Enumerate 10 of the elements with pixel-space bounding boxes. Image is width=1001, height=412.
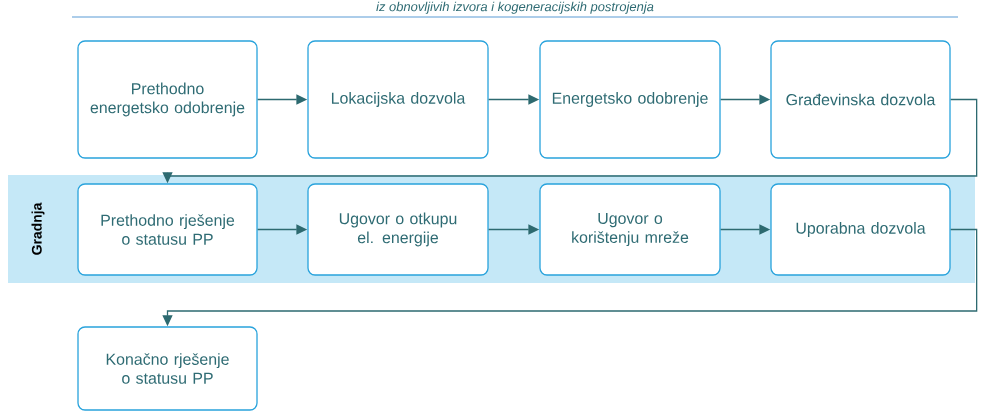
process-box: Energetsko odobrenje [539,40,721,159]
process-box: Ugovor o korištenju mreže [539,183,721,276]
process-box: Lokacijska dozvola [307,40,489,159]
process-box: Konačno rješenje o statusu PP [77,326,258,411]
subtitle-text: iz obnovljivih izvora i kogeneracijskih postrojenja [376,1,654,14]
process-box: Prethodno energetsko odobrenje [77,40,258,159]
process-box: Uporabna dozvola [770,183,951,276]
process-box: Građevinska dozvola [770,40,951,159]
process-box: Prethodno rješenje o statusu PP [77,183,258,276]
process-box: Ugovor o otkupu el. energije [307,183,489,276]
